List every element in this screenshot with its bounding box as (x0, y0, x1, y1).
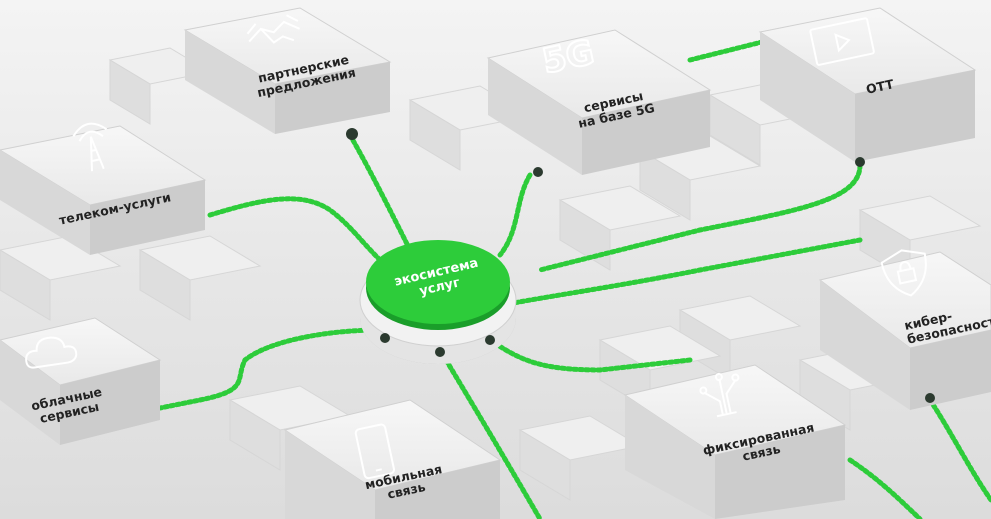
shield-lock-icon (880, 249, 927, 297)
block-mobile (283, 399, 502, 519)
play-screen-icon (809, 17, 875, 66)
cloud-icon (25, 336, 78, 369)
block-cyber (818, 251, 991, 410)
block-cloud (0, 317, 162, 445)
block-partner (183, 7, 392, 140)
handshake-icon (246, 14, 301, 44)
antenna-tower-icon (72, 122, 108, 172)
hub-disc (359, 240, 517, 364)
block-fiveg (486, 29, 712, 177)
block-fixed (623, 364, 847, 519)
smartphone-icon (354, 423, 395, 480)
circuit-network-icon (699, 372, 740, 418)
